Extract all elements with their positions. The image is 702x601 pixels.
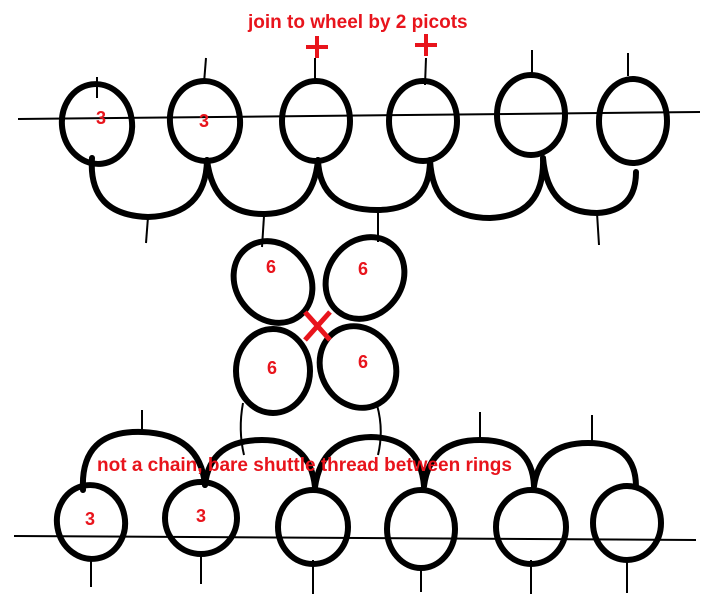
x-icon [303, 310, 332, 342]
top-ring-6 [596, 76, 670, 166]
bottom-ring-6 [590, 483, 664, 563]
top-annotation: join to wheel by 2 picots [247, 12, 468, 33]
bottom-ring-1 [53, 482, 129, 562]
center-bottom-left-label: 6 [267, 358, 277, 378]
ring-labels: 3 3 6 6 6 6 3 3 [85, 108, 368, 529]
plus-icon [415, 34, 437, 56]
top-arc-1 [88, 155, 210, 220]
center-top-right-label: 6 [358, 259, 368, 279]
top-ring-2-label: 3 [199, 111, 209, 131]
center-ring-bottom-left [233, 326, 313, 416]
bottom-arc-5 [531, 440, 639, 490]
center-ring-top-right [322, 234, 408, 322]
center-top-left-label: 6 [266, 257, 276, 277]
center-bottom-right-label: 6 [358, 352, 368, 372]
top-picot-7 [145, 216, 149, 244]
top-ring-2 [166, 78, 244, 164]
center-bottom-right-thread [376, 404, 382, 456]
center-ring-bottom-right [316, 323, 400, 411]
bottom-annotation: not a chain, bare shuttle thread between… [97, 455, 512, 476]
center-cluster [230, 212, 408, 456]
bottom-arc-2 [202, 437, 318, 490]
bottom-row-thread [13, 535, 697, 541]
top-arc-4 [427, 155, 547, 221]
top-picot-8 [596, 212, 600, 246]
annotations: join to wheel by 2 picots not a chain, b… [97, 12, 512, 476]
top-ring-4 [386, 78, 460, 164]
top-ring-3 [279, 78, 353, 164]
top-ring-1-label: 3 [96, 108, 106, 128]
top-row [17, 50, 701, 246]
top-arc-3 [315, 157, 433, 213]
bottom-ring-5 [493, 487, 569, 567]
bottom-ring-1-label: 3 [85, 509, 95, 529]
center-bottom-left-thread [239, 402, 245, 456]
bottom-row [13, 410, 697, 594]
top-ring-1 [58, 81, 136, 167]
center-ring-top-left [230, 238, 316, 326]
bottom-ring-2 [162, 479, 240, 557]
bottom-ring-3 [275, 487, 351, 567]
plus-icon [306, 36, 328, 58]
top-arc-5 [540, 155, 639, 216]
bottom-ring-2-label: 3 [196, 506, 206, 526]
top-arc-2 [204, 157, 321, 218]
top-ring-5 [494, 72, 568, 158]
bottom-ring-4 [384, 487, 458, 571]
bottom-arc-3 [312, 434, 427, 490]
